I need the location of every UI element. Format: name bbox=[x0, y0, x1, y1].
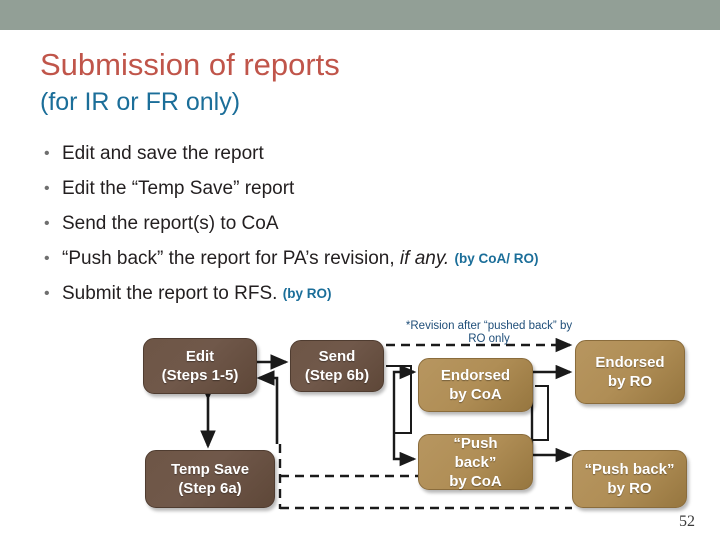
node-endorsed-coa[interactable]: Endorsed by CoA bbox=[418, 358, 533, 412]
node-temp-save[interactable]: Temp Save (Step 6a) bbox=[145, 450, 275, 508]
list-item: • “Push back” the report for PA’s revisio… bbox=[38, 241, 698, 276]
connector-send-pushback-coa bbox=[392, 433, 417, 467]
bullet-text: “Push back” the report for PA’s revision… bbox=[62, 248, 395, 269]
list-item: • Send the report(s) to CoA bbox=[38, 206, 698, 241]
connector-send-endorsed-coa bbox=[392, 364, 417, 433]
node-send-line1: Send bbox=[318, 348, 356, 365]
bullet-list: • Edit and save the report • Edit the “Tem… bbox=[38, 136, 698, 311]
node-endorsed-ro-line1: Endorsed bbox=[595, 354, 665, 371]
node-edit[interactable]: Edit (Steps 1-5) bbox=[143, 338, 257, 394]
node-send[interactable]: Send (Step 6b) bbox=[290, 340, 384, 392]
node-pushback-ro-line2: by RO bbox=[607, 480, 652, 497]
node-edit-line2: (Steps 1-5) bbox=[161, 367, 239, 384]
node-pushback-ro-line1: “Push back” bbox=[584, 461, 675, 478]
bullet-text: Submit the report to RFS. bbox=[62, 283, 278, 304]
bullet-marker: • bbox=[44, 215, 50, 232]
page-title: Submission of reports bbox=[40, 47, 340, 82]
header-band bbox=[0, 0, 720, 30]
connector-endorsed-ro bbox=[530, 364, 573, 440]
node-pushback-coa-line2: back” bbox=[454, 453, 497, 471]
bullet-emphasis: if any. bbox=[399, 248, 450, 269]
node-pushback-ro[interactable]: “Push back” by RO bbox=[572, 450, 687, 508]
node-endorsed-coa-line1: Endorsed bbox=[440, 367, 511, 384]
connector-pushback-ro bbox=[530, 440, 573, 463]
list-item: • Edit and save the report bbox=[38, 136, 698, 171]
bullet-marker: • bbox=[44, 285, 50, 302]
list-item: • Edit the “Temp Save” report bbox=[38, 171, 698, 206]
node-send-line2: (Step 6b) bbox=[304, 367, 370, 384]
node-temp-save-line1: Temp Save bbox=[170, 461, 250, 478]
bullet-text: Edit the “Temp Save” report bbox=[62, 178, 295, 199]
list-item: • Submit the report to RFS. (by RO) bbox=[38, 276, 698, 311]
bullet-marker: • bbox=[44, 180, 50, 197]
node-endorsed-ro[interactable]: Endorsed by RO bbox=[575, 340, 685, 404]
node-pushback-coa-line3: by CoA bbox=[449, 472, 502, 490]
node-edit-line1: Edit bbox=[185, 348, 215, 365]
node-pushback-coa[interactable]: “Push back” by CoA bbox=[418, 434, 533, 490]
bullet-marker: • bbox=[44, 250, 50, 267]
bullet-note: (by CoA/ RO) bbox=[454, 251, 539, 266]
node-temp-save-line2: (Step 6a) bbox=[178, 480, 242, 497]
page-subtitle: (for IR or FR only) bbox=[40, 88, 241, 116]
bullet-text: Send the report(s) to CoA bbox=[62, 213, 279, 234]
node-endorsed-coa-line2: by CoA bbox=[449, 386, 502, 403]
page-number: 52 bbox=[679, 513, 695, 530]
node-pushback-coa-line1: “Push bbox=[453, 434, 498, 452]
connector-send-split bbox=[386, 365, 412, 434]
revision-annotation: *Revision after “pushed back” by RO only bbox=[405, 320, 573, 345]
connector-return-to-edit bbox=[256, 370, 279, 444]
bullet-note: (by RO) bbox=[282, 286, 332, 301]
node-endorsed-ro-line2: by RO bbox=[607, 373, 653, 390]
connector-coa-split bbox=[532, 385, 549, 441]
bullet-text: Edit and save the report bbox=[62, 143, 264, 164]
bullet-marker: • bbox=[44, 145, 50, 162]
